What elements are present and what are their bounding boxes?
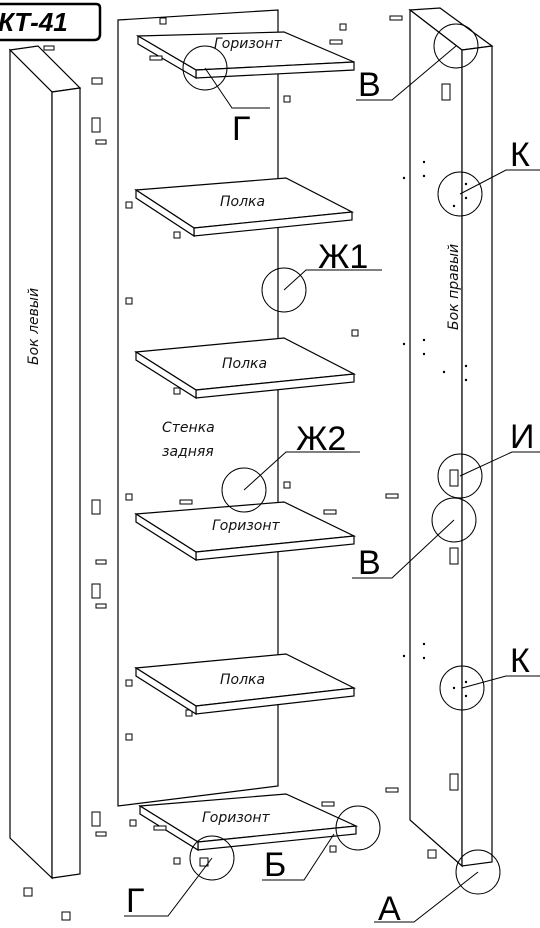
callout-k-bottom: К (510, 642, 530, 680)
right-panel-fittings (385, 15, 459, 859)
leader-lines (124, 45, 540, 923)
callout-v-top: В (358, 66, 381, 104)
shelf-3-label: Полка (220, 672, 265, 688)
back-wall-label-1: Стенка (162, 420, 215, 436)
back-wall-label-2: задняя (162, 444, 214, 460)
right-side-panel: Бок правый (408, 7, 494, 868)
title-badge: КТ-41 (0, 2, 102, 42)
horizont-mid: Горизонт (134, 501, 357, 562)
shelf-2: Полка (134, 337, 357, 400)
back-wall-fittings (125, 17, 359, 741)
callout-g-bottom: Г (126, 882, 144, 920)
callout-zh1: Ж1 (318, 238, 368, 276)
callout-labels: Г В К Ж1 Ж2 И В К Г Б А (126, 66, 534, 928)
detail-markers (182, 23, 501, 895)
callout-i: И (510, 418, 534, 456)
diagram-title: КТ-41 (0, 7, 68, 37)
horizont-bottom-label: Горизонт (202, 810, 271, 826)
callout-v-mid: В (358, 544, 381, 582)
left-side-panel: Бок левый (8, 45, 82, 880)
callout-b: Б (264, 846, 286, 884)
shelf-2-label: Полка (222, 356, 267, 372)
horizont-top-label: Горизонт (214, 36, 283, 52)
side-right-label: Бок правый (446, 244, 462, 330)
horizont-bottom: Горизонт (138, 793, 359, 852)
horizont-top: Горизонт (135, 31, 355, 80)
callout-zh2: Ж2 (296, 420, 346, 458)
side-left-label: Бок левый (26, 288, 42, 365)
dowels (129, 39, 343, 867)
right-panel-holes (402, 160, 468, 698)
horizont-mid-label: Горизонт (212, 518, 281, 534)
shelf-1-label: Полка (220, 194, 265, 210)
shelf-3: Полка (134, 653, 357, 716)
shelf-1: Полка (134, 177, 355, 238)
callout-a: А (378, 890, 401, 928)
callout-k-top: К (510, 136, 530, 174)
left-panel-fittings (23, 45, 107, 921)
callout-g-top: Г (232, 110, 250, 148)
